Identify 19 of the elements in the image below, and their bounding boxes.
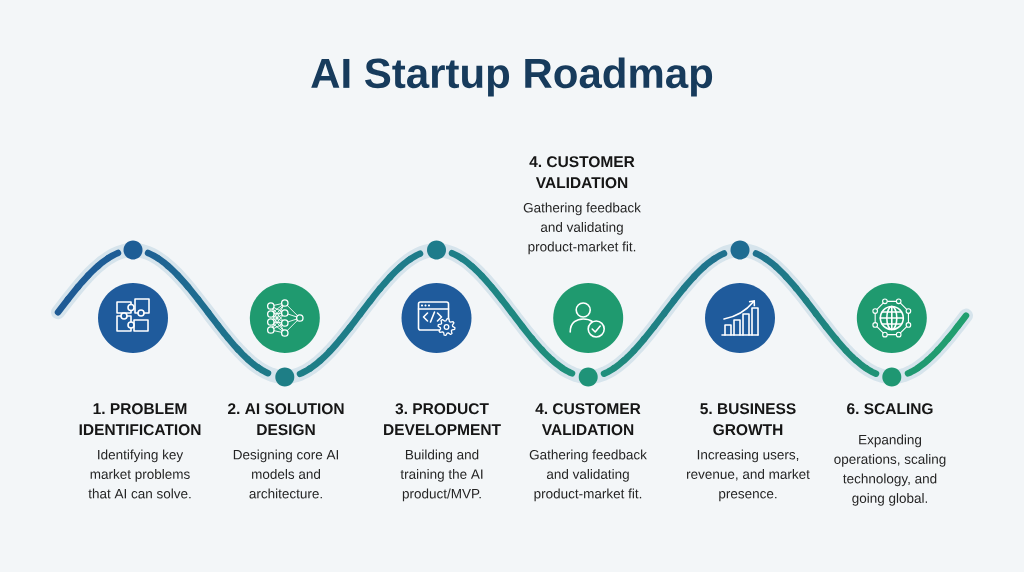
step-description: Designing core AI models and architecture.	[233, 449, 338, 499]
icon-circle	[553, 283, 624, 353]
step-description: Gathering feedback and validating product-market fit.	[523, 202, 641, 255]
icon-circle	[98, 283, 168, 353]
icon-circle	[705, 283, 775, 353]
step-heading: 2. AI SOLUTION DESIGN	[228, 403, 344, 436]
step-description: Identifying key market problems that AI can solve.	[88, 449, 191, 499]
step-description: Gathering feedback and validating product-market fit.	[529, 449, 647, 502]
step-heading: 5. BUSINESS GROWTH	[700, 403, 796, 436]
step-description: Building and training the AI product/MVP.	[400, 449, 483, 502]
icon-circle	[401, 283, 472, 353]
step-description: Expanding operations, scaling technology, and going global.	[834, 434, 946, 506]
step-heading: 4. CUSTOMER VALIDATION	[535, 403, 641, 436]
title: AI Startup Roadmap	[311, 57, 713, 97]
step-heading: 4. CUSTOMER VALIDATION	[529, 156, 635, 189]
step-heading: 6. SCALING	[847, 403, 933, 415]
step-heading: 3. PRODUCT DEVELOPMENT	[384, 403, 501, 436]
step-heading: 1. PROBLEM IDENTIFICATION	[79, 403, 201, 436]
step-description: Increasing users, revenue, and market presence.	[687, 449, 810, 502]
